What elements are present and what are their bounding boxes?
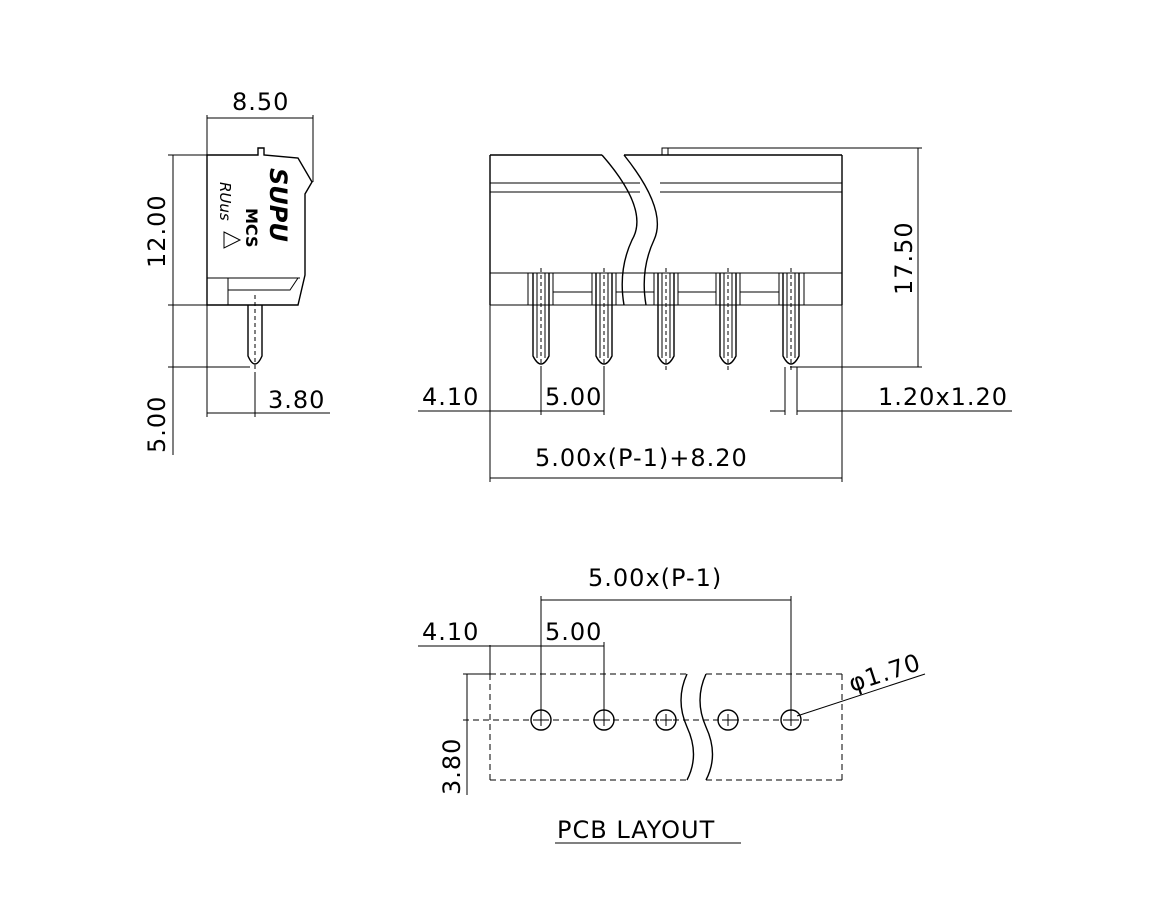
pin [532, 273, 550, 365]
model-text: MCS [242, 208, 261, 247]
tab [661, 147, 669, 155]
break-line [623, 154, 658, 306]
pin [719, 273, 737, 365]
side-width-label: 8.50 [232, 88, 289, 116]
pin [595, 273, 613, 365]
side-pin-length-label: 5.00 [143, 396, 171, 453]
terminal-window [677, 273, 717, 293]
pcb-span-label: 5.00x(P-1) [588, 564, 722, 592]
front-pin-size-label: 1.20x1.20 [878, 383, 1008, 411]
terminal-window [552, 273, 593, 293]
pcb-holes [530, 709, 802, 731]
front-total-length-label: 5.00x(P-1)+8.20 [535, 444, 748, 472]
terminal-window [615, 273, 655, 293]
break-line [680, 673, 695, 781]
pcb-layout: 5.00x(P-1) 4.10 5.00 φ1.70 3.80 PCB LAYO… [418, 564, 926, 844]
front-pitch-label: 5.00 [545, 383, 602, 411]
brand-text: SUPU [264, 168, 292, 242]
front-edge-offset-label: 4.10 [422, 383, 479, 411]
side-pin-offset-label: 3.80 [268, 386, 325, 414]
cert-text: RUus [216, 182, 234, 221]
pin [657, 273, 675, 365]
pcb-hole [717, 709, 739, 731]
side-height-label: 12.00 [143, 194, 171, 268]
terminal-window [739, 273, 780, 293]
pcb-edge-offset-label: 4.10 [422, 618, 479, 646]
pcb-pitch-label: 5.00 [545, 618, 602, 646]
pcb-hole-diameter-label: φ1.70 [845, 648, 924, 698]
pcb-row-offset-label: 3.80 [438, 738, 466, 795]
break-line [601, 154, 638, 306]
front-height-label: 17.50 [890, 221, 918, 295]
pin [782, 273, 800, 365]
warning-triangle-icon [223, 231, 242, 249]
front-view: 17.50 4.10 5.00 1.20x1.20 5.00x(P-1)+8.2… [418, 147, 1012, 482]
pcb-layout-title: PCB LAYOUT [557, 816, 715, 844]
break-line [699, 673, 714, 781]
side-view: SUPU MCS RUus 8.50 12.00 5.00 3.80 [143, 88, 330, 455]
pcb-hole [655, 709, 677, 731]
front-pins [527, 268, 805, 372]
